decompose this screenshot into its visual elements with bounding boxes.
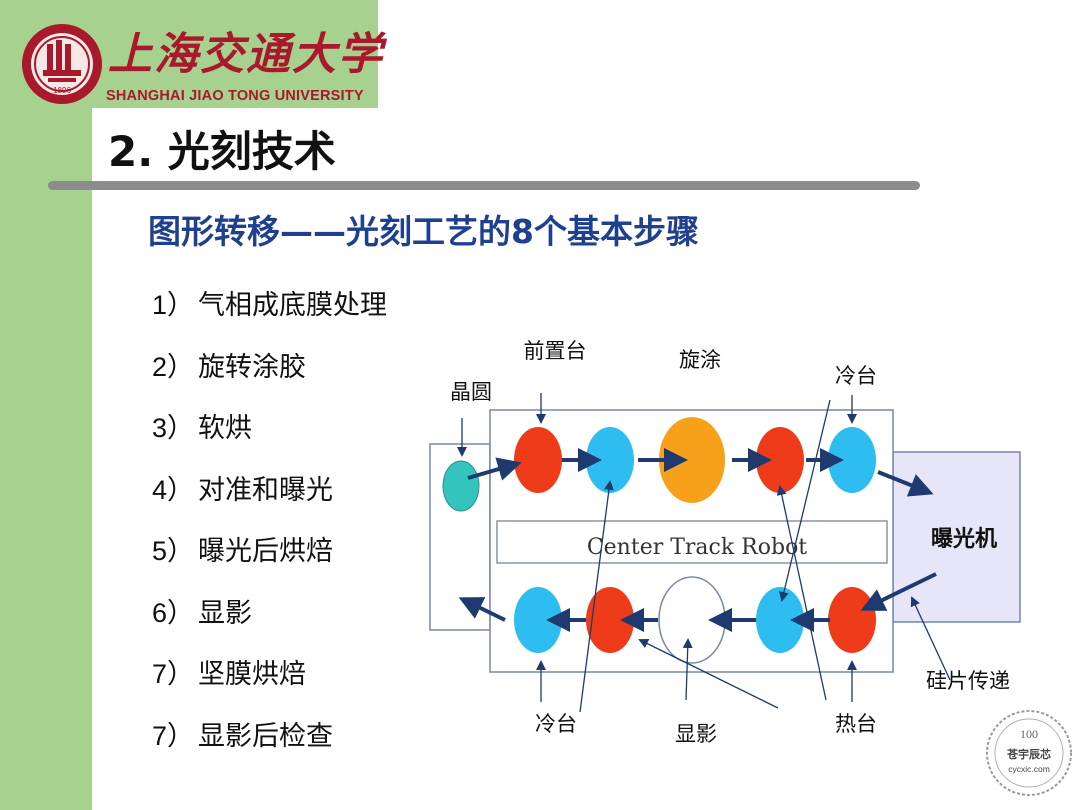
robot-box <box>496 520 888 564</box>
label-spin-coat: 旋涂 <box>679 348 721 372</box>
soft-bake-plate <box>756 427 804 493</box>
step-item: 6）显影 <box>152 597 252 629</box>
label-prebake: 前置台 <box>524 339 587 363</box>
steps-list: 1）气相成底膜处理 2）旋转涂胶 3）软烘 4）对准和曝光 5）曝光后烘焙 6）… <box>152 283 387 775</box>
label-hot-stage: 热台 <box>835 712 877 736</box>
university-seal-icon: 1896 <box>22 24 102 104</box>
slide-subtitle: 图形转移——光刻工艺的8个基本步骤 <box>148 212 699 251</box>
svg-text:苍宇辰芯: 苍宇辰芯 <box>1006 747 1051 761</box>
label-cool-bottom: 冷台 <box>535 712 577 736</box>
svg-text:1896: 1896 <box>53 86 71 95</box>
label-cool-top: 冷台 <box>835 364 877 388</box>
slide-title: 2. 光刻技术 <box>108 127 336 176</box>
label-exposure: 曝光机 <box>931 526 997 552</box>
hard-bake-plate <box>586 587 634 653</box>
step-item: 5）曝光后烘焙 <box>152 536 333 567</box>
cool-plate-top-2 <box>828 427 876 493</box>
step-item: 7）坚膜烘焙 <box>152 659 306 690</box>
svg-text:cycxic.com: cycxic.com <box>1008 764 1050 774</box>
cool-plate-bottom-2 <box>756 587 804 653</box>
peb-plate <box>828 587 876 653</box>
spin-coater <box>659 417 725 503</box>
track-diagram: Center Track Robot <box>429 339 1021 746</box>
svg-text:100: 100 <box>1020 727 1038 741</box>
cool-plate-top-1 <box>586 427 634 493</box>
left-accent-band <box>0 0 92 810</box>
step-item: 4）对准和曝光 <box>152 474 333 506</box>
step-item: 7）显影后检查 <box>152 720 333 752</box>
watermark-stamp-icon: 100 苍宇辰芯 cycxic.com <box>986 710 1072 796</box>
prebake-hot-plate <box>514 427 562 493</box>
title-divider <box>48 181 920 190</box>
label-transfer: 硅片传递 <box>926 669 1010 693</box>
university-name-en: SHANGHAI JIAO TONG UNIVERSITY <box>106 88 364 104</box>
step-item: 1）气相成底膜处理 <box>152 290 387 321</box>
label-wafer: 晶圆 <box>450 380 492 404</box>
label-develop: 显影 <box>675 722 717 746</box>
wafer-dot <box>442 460 480 512</box>
step-item: 2）旋转涂胶 <box>152 351 306 383</box>
robot-label: Center Track Robot <box>587 535 807 560</box>
cool-plate-bottom-1 <box>514 587 562 653</box>
step-item: 3）软烘 <box>152 413 252 444</box>
university-name-cn: 上海交通大学 <box>108 29 384 80</box>
